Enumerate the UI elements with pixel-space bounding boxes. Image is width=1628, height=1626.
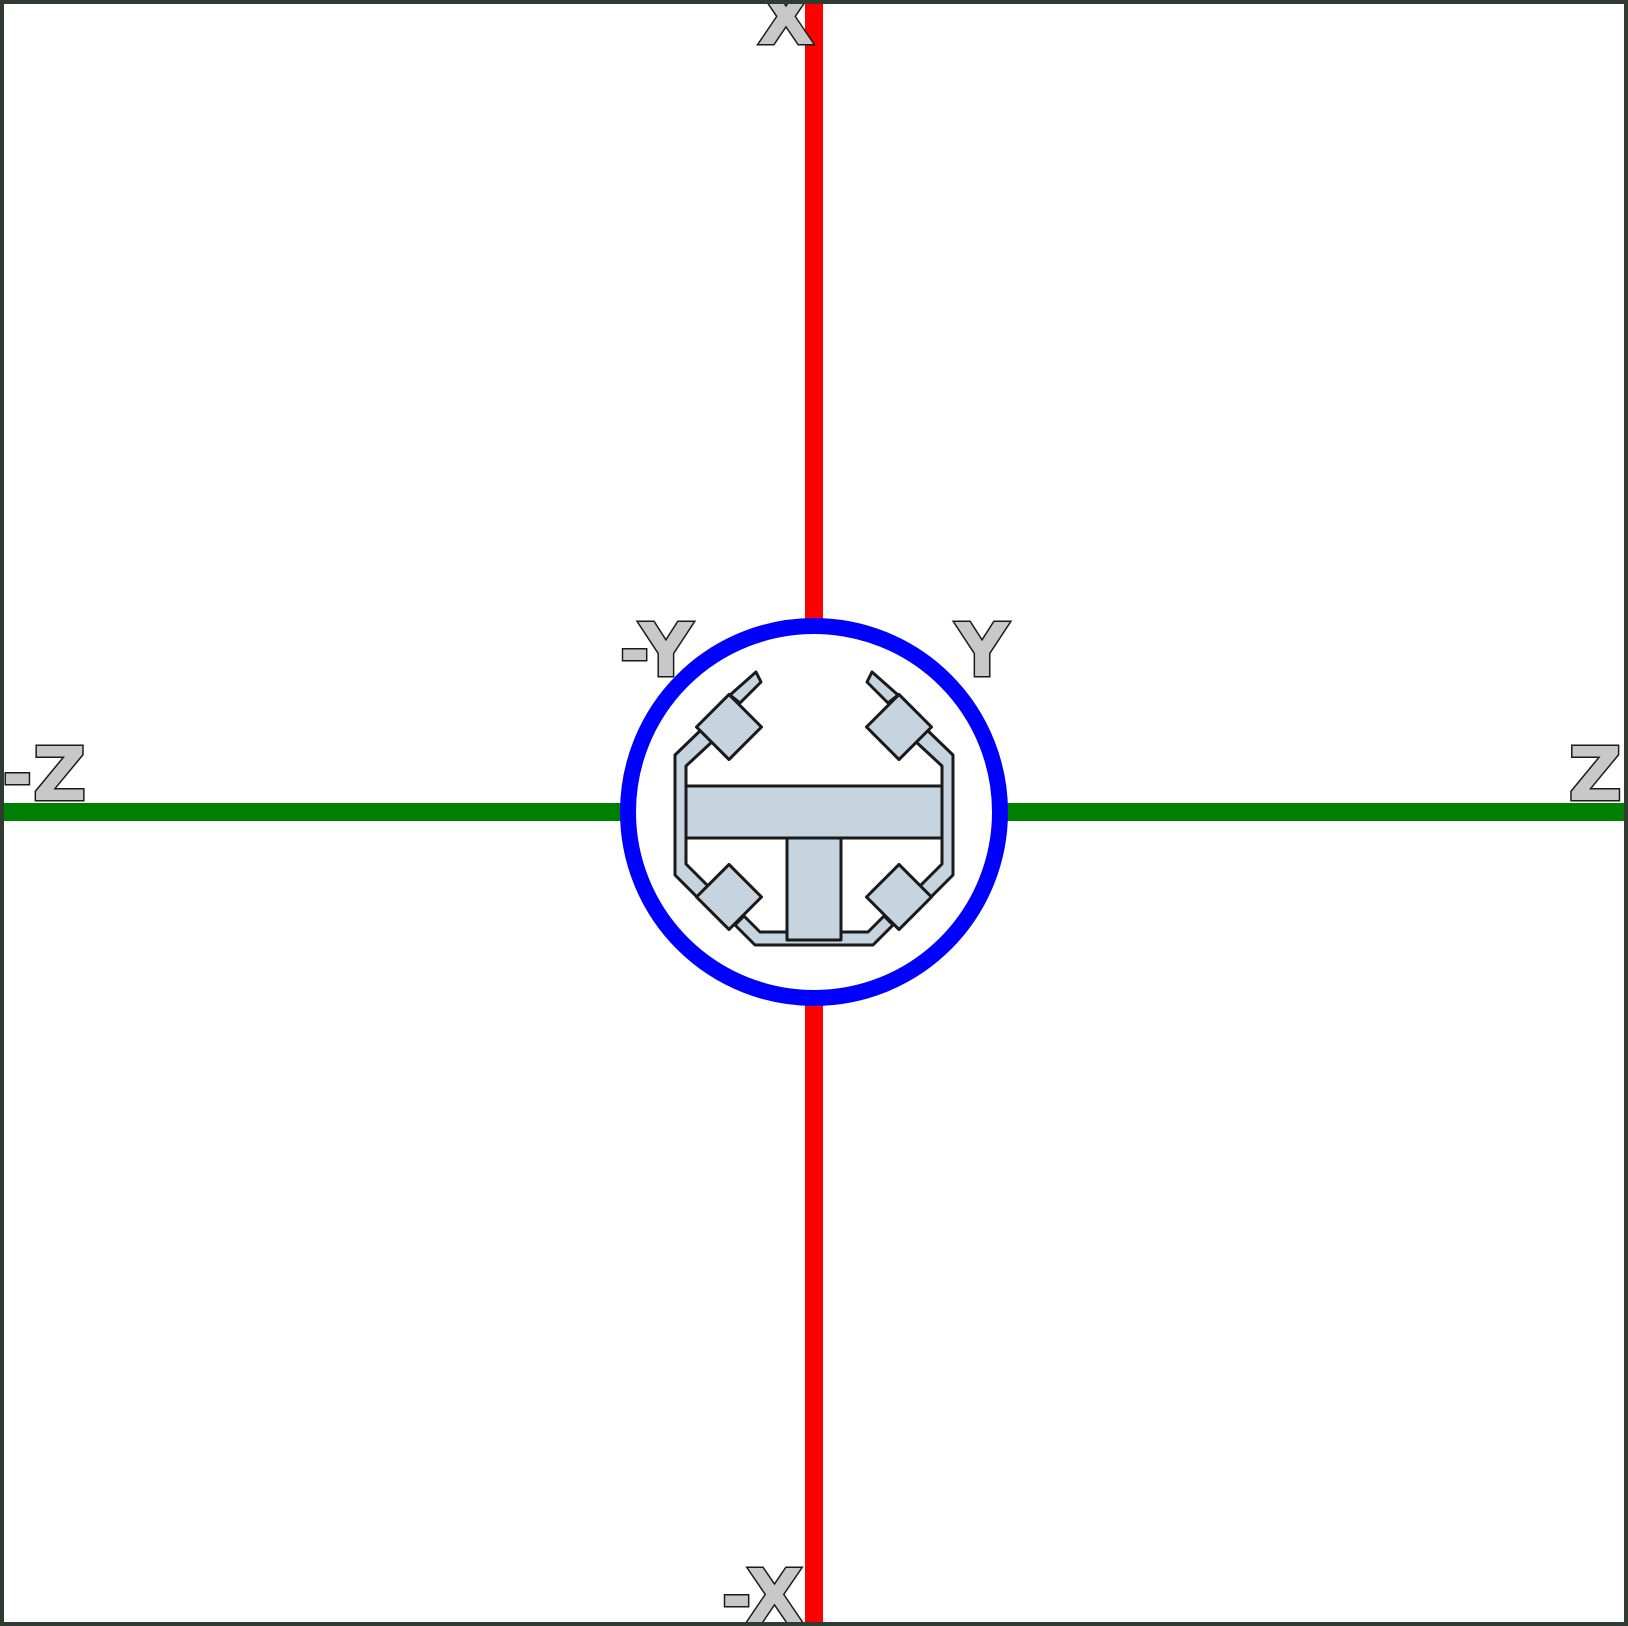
t-profile-bracket-icon: [673, 670, 955, 947]
x-negative-label: -X: [721, 1554, 803, 1626]
y-axis-ring: [620, 618, 1008, 1006]
block-bottom-right: [864, 862, 934, 932]
z-positive-label: Z: [1568, 732, 1622, 818]
t-stem: [785, 836, 843, 942]
y-negative-label: -Y: [619, 608, 694, 694]
x-axis-line-top: [805, 4, 823, 624]
z-axis-line-left: [4, 803, 626, 821]
t-crossbar: [684, 784, 944, 840]
x-axis-line-bottom: [805, 998, 823, 1622]
x-positive-label: X: [757, 0, 814, 62]
z-axis-line-right: [1002, 803, 1624, 821]
block-bottom-left: [694, 862, 764, 932]
y-positive-label: Y: [954, 608, 1010, 694]
block-top-right: [864, 692, 934, 762]
z-negative-label: -Z: [2, 732, 86, 818]
block-top-left: [694, 692, 764, 762]
